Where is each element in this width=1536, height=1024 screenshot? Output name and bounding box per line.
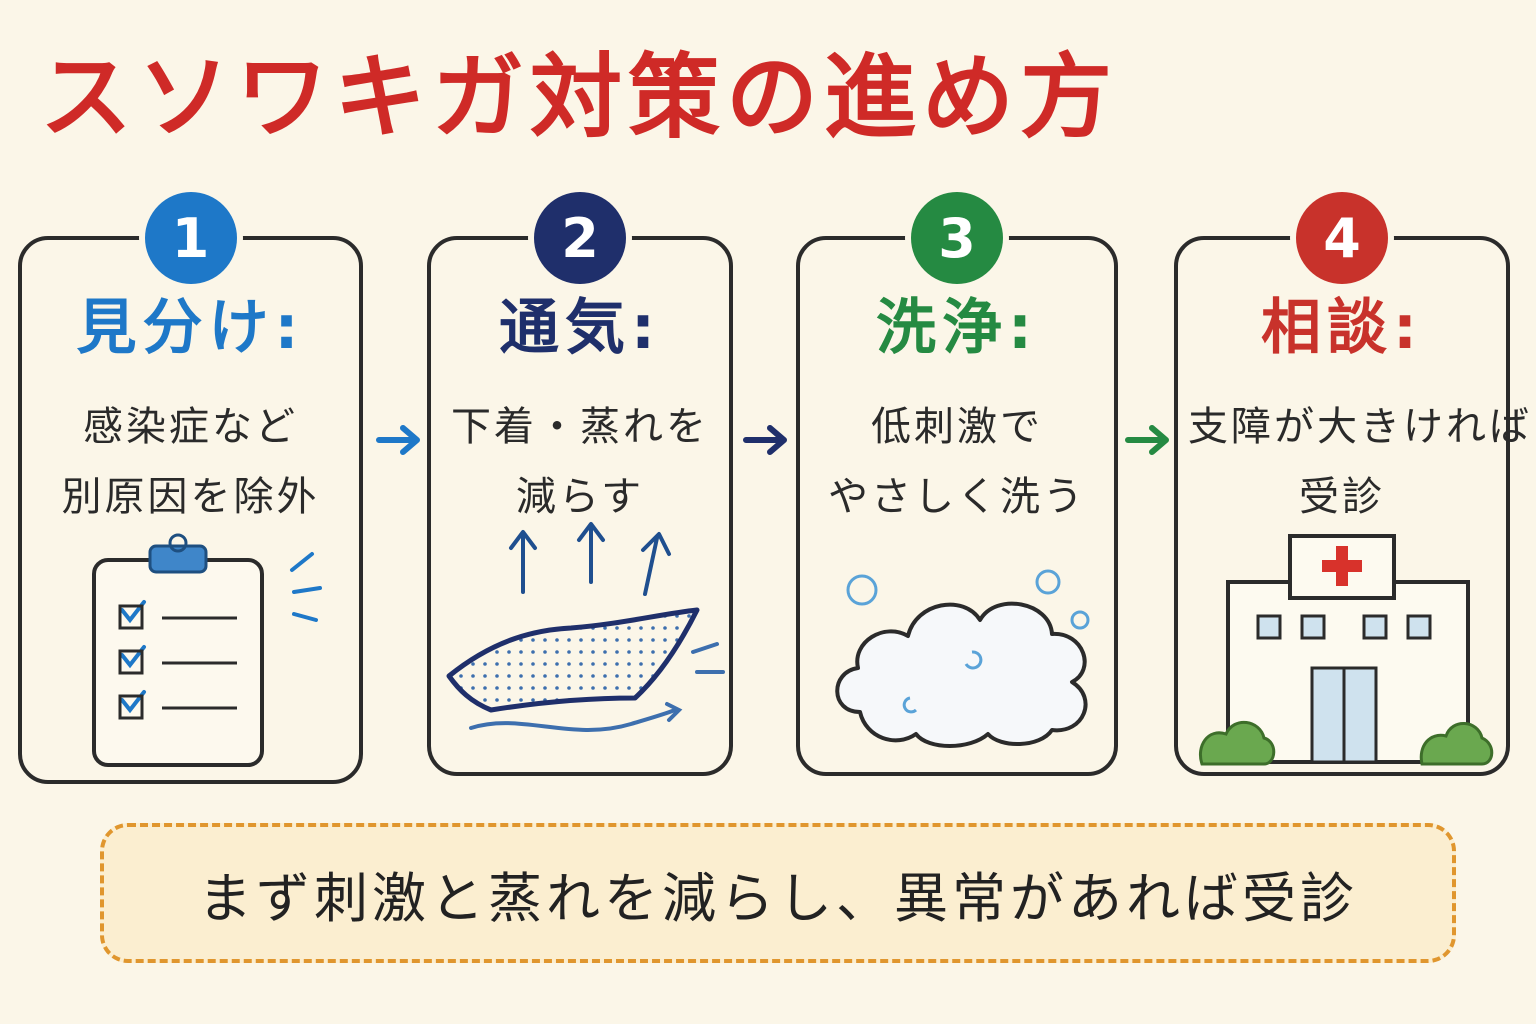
- step-description-line: 減らす: [515, 474, 645, 520]
- step-number-badge: 1: [144, 192, 237, 284]
- step-description-line: 別原因を除外: [61, 474, 320, 520]
- step-description: 感染症など 別原因を除外: [32, 392, 349, 532]
- step-title: 相談:: [1261, 293, 1423, 363]
- arrow-right-icon: [1125, 425, 1169, 455]
- step-description-line: 低刺激で: [871, 404, 1043, 450]
- step-description-line: 支障が大きければ: [1188, 404, 1532, 450]
- soap-foam-icon: [835, 569, 1090, 748]
- summary-box: まず刺激と蒸れを減らし、異常があれば受診: [100, 823, 1456, 963]
- summary-text: まず刺激と蒸れを減らし、異常があれば受診: [198, 866, 1358, 930]
- step-description: 支障が大きければ 受診: [1188, 392, 1532, 532]
- step-description-line: 下着・蒸れを: [451, 404, 709, 450]
- hospital-icon: [1199, 534, 1494, 766]
- step-title: 洗浄:: [876, 293, 1038, 363]
- breathable-fabric-icon: [446, 522, 725, 732]
- step-title: 通気:: [499, 293, 661, 363]
- clipboard-checklist-icon: [92, 533, 322, 767]
- step-title: 見分け:: [76, 293, 305, 363]
- arrow-right-icon: [743, 425, 787, 455]
- step-number-badge: 4: [1296, 192, 1388, 284]
- step-description: 下着・蒸れを 減らす: [441, 392, 719, 532]
- step-description: 低刺激で やさしく洗う: [810, 392, 1104, 532]
- step-description-line: 感染症など: [83, 404, 298, 450]
- page-title: スソワキガ対策の進め方: [40, 44, 1119, 151]
- step-number-badge: 2: [534, 192, 626, 284]
- step-number-badge: 3: [911, 192, 1003, 284]
- arrow-right-icon: [376, 425, 420, 455]
- step-card-1: 1 見分け: 感染症など 別原因を除外: [18, 192, 363, 784]
- step-description-line: やさしく洗う: [828, 474, 1086, 520]
- step-card-4: 4 相談: 支障が大きければ 受診: [1174, 192, 1532, 776]
- step-card-2: 2 通気: 下着・蒸れを 減らす: [427, 192, 733, 776]
- step-description-line: 受診: [1299, 474, 1385, 520]
- step-card-3: 3 洗浄: 低刺激で やさしく洗う: [796, 192, 1118, 776]
